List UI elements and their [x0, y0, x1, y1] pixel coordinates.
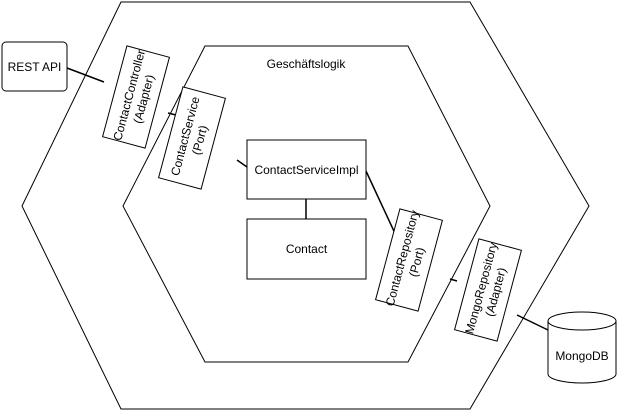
contact-controller-adapter: ContactController (Adapter)	[101, 45, 171, 149]
connector-repository-mongorepo	[449, 278, 458, 282]
mongodb-database-icon: MongoDB	[547, 311, 617, 384]
connector-restapi-controller	[66, 67, 105, 83]
contact-box	[246, 218, 367, 280]
contact-label: Contact	[286, 242, 328, 256]
mongodb-label: MongoDB	[555, 349, 608, 363]
contact-service-impl-box	[246, 139, 367, 200]
contact-service-impl-label: ContactServiceImpl	[254, 163, 358, 177]
connector-mongorepo-mongodb	[516, 314, 549, 331]
rest-api-label: REST API	[8, 60, 62, 74]
connector-service-impl	[236, 159, 248, 168]
business-logic-label: Geschäftslogik	[267, 57, 347, 71]
connector-impl-repository	[365, 170, 400, 243]
contact-service-port: ContactService (Port)	[157, 86, 227, 190]
rest-api-box	[1, 41, 68, 92]
